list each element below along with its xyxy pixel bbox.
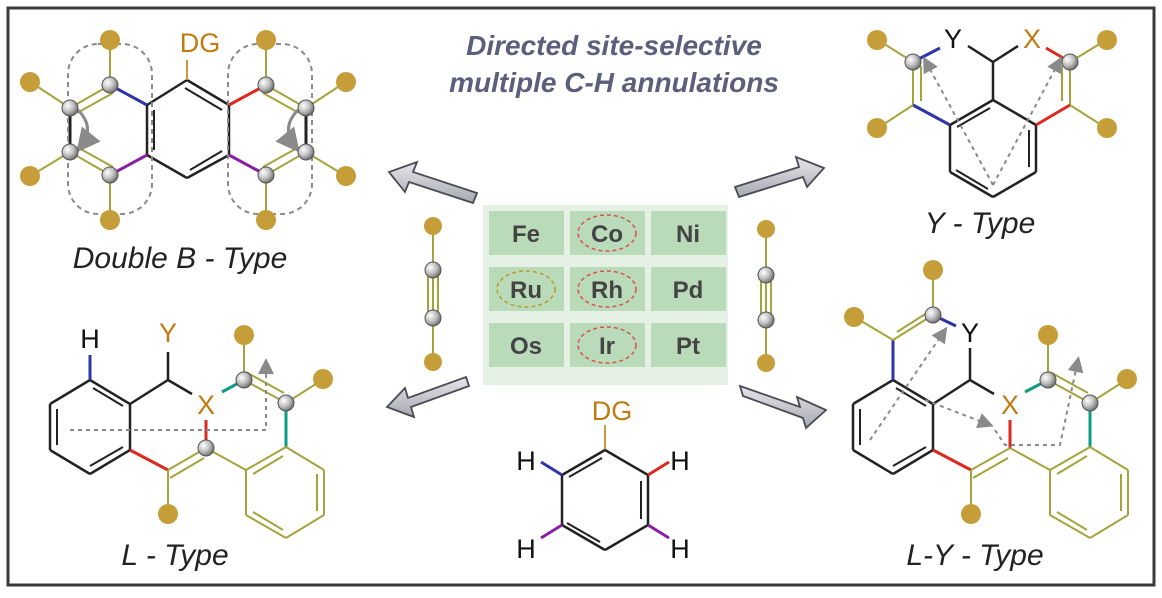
alkyne-left	[424, 217, 442, 371]
metal-catalyst-grid: Fe Co Ni Ru Rh Pd Os Ir Pt	[483, 205, 728, 385]
y-atom-y-type: Y	[944, 24, 962, 54]
metal-pd: Pd	[673, 277, 704, 304]
directing-group-arene: DG H H H H	[516, 396, 690, 564]
metal-rh: Rh	[591, 277, 623, 304]
h-label-center-ur: H	[670, 446, 690, 476]
metal-co: Co	[591, 221, 623, 248]
metal-tile-ru	[489, 267, 564, 311]
metal-tile-co	[570, 211, 645, 255]
label-l-y-type: L-Y - Type	[906, 539, 1043, 572]
metal-ir: Ir	[599, 333, 615, 360]
x-atom-l-y-type: X	[1001, 390, 1019, 420]
metal-ni: Ni	[676, 221, 700, 248]
metal-highlight-rh	[577, 270, 637, 308]
metal-tile-rh	[570, 267, 645, 311]
metal-pt: Pt	[676, 333, 700, 360]
metal-tile-pd	[651, 267, 726, 311]
title-line-2: multiple C-H annulations	[449, 67, 779, 98]
arrow-to-y-type	[733, 155, 826, 199]
metal-tile-ir	[570, 323, 645, 367]
double-b-type-structure: DG	[20, 28, 356, 230]
metal-fe: Fe	[512, 221, 540, 248]
h-label-center-ul: H	[516, 446, 536, 476]
y-type-structure: Y X	[867, 24, 1117, 199]
x-atom-l-type: X	[197, 390, 215, 420]
metal-tile-ni	[651, 211, 726, 255]
metal-tile-pt	[651, 323, 726, 367]
h-atom-l-type: H	[80, 324, 100, 354]
metal-tile-os	[489, 323, 564, 367]
label-l-type: L - Type	[121, 539, 228, 572]
metal-ru: Ru	[510, 277, 542, 304]
metal-highlight-ir	[577, 326, 637, 364]
label-y-type: Y - Type	[925, 207, 1036, 240]
metal-highlight-co	[577, 214, 637, 252]
y-atom-l-y-type: Y	[961, 318, 979, 348]
arrow-to-double-b	[387, 160, 479, 205]
l-y-type-structure: Y X	[844, 260, 1137, 539]
h-label-center-lr: H	[670, 534, 690, 564]
title-line-1: Directed site-selective	[466, 30, 762, 61]
metal-os: Os	[510, 333, 542, 360]
dg-label-center: DG	[592, 396, 633, 426]
metal-highlight-ru	[496, 270, 556, 308]
dg-label-double-b: DG	[180, 28, 221, 58]
metal-tile-fe	[489, 211, 564, 255]
h-label-center-ll: H	[516, 534, 536, 564]
arrow-to-l-type	[385, 375, 471, 419]
x-atom-y-type: X	[1023, 24, 1041, 54]
alkyne-right	[757, 220, 775, 372]
l-type-structure: H Y X	[48, 318, 333, 539]
arrow-to-l-y-type	[738, 384, 828, 430]
y-atom-l-type: Y	[159, 318, 177, 348]
label-double-b-type: Double B - Type	[73, 242, 288, 275]
